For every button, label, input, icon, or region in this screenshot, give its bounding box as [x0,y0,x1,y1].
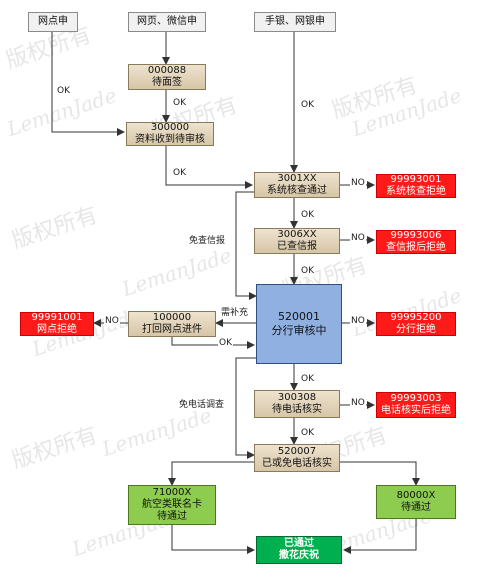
wait-sign-code: 000088 [147,65,187,76]
ok-label: OK [300,374,315,385]
system-check-code: 3001XX [277,173,317,184]
phone-done-node: 520007 已或免电话核实 [254,444,340,472]
skip-credit-label: 免查信报 [188,236,227,247]
branch-reject-node: 99995200 分行拒绝 [376,312,456,336]
other-card-node: 80000X 待通过 [376,485,456,519]
outlet-apply-node: 网点申 [28,12,78,32]
credit-checked-node: 3006XX 已查信报 [254,228,340,254]
credit-checked-text: 已查信报 [277,241,317,252]
airline-card-text: 航空类联名卡 [142,499,202,510]
ok-label: OK [172,98,187,109]
branch-review-text: 分行审核中 [271,324,327,337]
other-card-code: 80000X [396,490,436,501]
system-reject-code: 99993001 [390,174,442,185]
skip-phone-label: 免电话调查 [178,400,226,411]
phone-reject-code: 99993003 [390,393,442,404]
ok-label: OK [56,86,71,97]
phone-done-text: 已或免电话核实 [262,458,332,469]
mobile-apply-label: 手银、网银申 [265,16,325,27]
airline-card-node: 71000X 航空类联名卡 待通过 [128,485,216,525]
wait-sign-node: 000088 待面签 [128,64,206,90]
ok-label: OK [218,338,233,349]
return-branch-code: 100000 [152,312,192,323]
no-label: NO [350,233,366,244]
phone-done-code: 520007 [277,446,317,457]
other-card-status: 待通过 [401,502,431,513]
doc-received-code: 300000 [150,122,190,133]
doc-received-node: 300000 资料收到待审核 [126,122,214,146]
no-label: NO [350,316,366,327]
branch-reject-text: 分行拒绝 [396,324,436,335]
system-check-text: 系统核查通过 [267,185,327,196]
branch-reject-code: 99995200 [390,312,442,323]
approved-node: 已通过 撒花庆祝 [256,536,342,564]
airline-card-status: 待通过 [157,511,187,522]
online-apply-node: 网页、微信申 [128,12,206,32]
outlet-apply-label: 网点申 [38,16,68,27]
credit-reject-node: 99993006 查信报后拒绝 [376,230,456,254]
system-reject-node: 99993001 系统核查拒绝 [376,174,456,198]
phone-reject-text: 电话核实后拒绝 [381,405,451,416]
no-label: NO [350,398,366,409]
ok-label: OK [300,428,315,439]
wait-phone-node: 300308 待电话核实 [254,390,340,418]
credit-reject-code: 99993006 [390,230,442,241]
approved-subtext: 撒花庆祝 [279,550,319,561]
no-label: NO [104,316,120,327]
wait-phone-text: 待电话核实 [272,404,322,415]
outlet-reject-code: 99991001 [31,312,83,323]
supplement-label: 需补充 [220,308,250,319]
approved-text: 已通过 [284,538,314,549]
return-branch-node: 100000 打回网点进件 [128,311,216,337]
credit-reject-text: 查信报后拒绝 [386,242,446,253]
outlet-reject-text: 网点拒绝 [37,324,77,335]
doc-received-text: 资料收到待审核 [135,134,205,145]
outlet-reject-node: 99991001 网点拒绝 [20,312,94,336]
credit-checked-code: 3006XX [277,229,317,240]
ok-label: OK [300,100,315,111]
ok-label: OK [172,168,187,179]
system-reject-text: 系统核查拒绝 [386,186,446,197]
no-label: NO [350,178,366,189]
branch-review-code: 520001 [278,310,320,323]
branch-review-node: 520001 分行审核中 [256,284,342,364]
ok-label: OK [300,266,315,277]
online-apply-label: 网页、微信申 [137,16,197,27]
system-check-node: 3001XX 系统核查通过 [254,172,340,198]
return-branch-text: 打回网点进件 [142,324,202,335]
ok-label: OK [300,210,315,221]
wait-phone-code: 300308 [277,392,317,403]
mobile-apply-node: 手银、网银申 [254,12,336,32]
wait-sign-text: 待面签 [152,77,182,88]
airline-card-code: 71000X [152,487,192,498]
phone-reject-node: 99993003 电话核实后拒绝 [376,392,456,418]
